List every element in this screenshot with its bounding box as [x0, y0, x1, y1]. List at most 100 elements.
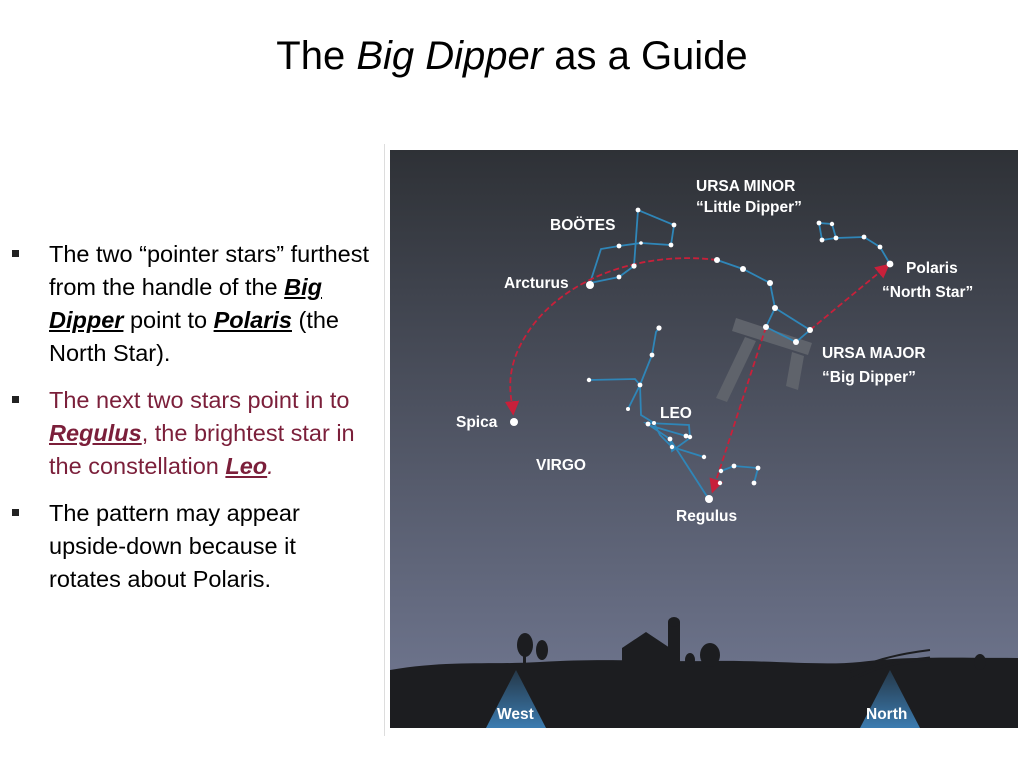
ursa-minor-handle-line [835, 236, 891, 265]
bullet-text: point to [123, 307, 214, 333]
polaris-star [886, 260, 894, 268]
title-text: The [276, 34, 357, 78]
star [718, 468, 724, 474]
pointer-to-polaris-arrow [809, 263, 890, 331]
regulus-star [705, 495, 713, 503]
bullet-text: The next two stars point in to [49, 387, 350, 413]
star [637, 382, 643, 388]
tree [685, 653, 695, 667]
pointer-star [807, 327, 813, 333]
star [683, 433, 689, 439]
bullet-regulus: The next two stars point in to Regulus, … [12, 384, 372, 483]
silo [668, 622, 680, 667]
leo-tail-line [720, 465, 760, 484]
stars [510, 207, 894, 503]
star [671, 222, 677, 228]
star [669, 444, 675, 450]
bullet-rotation: The pattern may appear upside-down becau… [12, 497, 372, 596]
silo-top [668, 617, 680, 627]
star [767, 280, 773, 286]
tree [517, 633, 533, 657]
arc-to-spica-arrow [504, 257, 718, 416]
star [631, 263, 637, 269]
bullet-text: The two “pointer stars” furthest from th… [49, 241, 369, 300]
star [616, 243, 622, 249]
star [829, 221, 835, 227]
bullet-emphasis-big-dipper: Big Dipper [49, 274, 323, 333]
leo-body-line [669, 438, 709, 499]
star [652, 421, 656, 425]
tree-trunk [523, 650, 526, 668]
arcturus-star [586, 281, 594, 289]
star [668, 242, 674, 248]
star [793, 339, 799, 345]
star [714, 257, 720, 263]
constellation-lines [588, 208, 891, 499]
star [626, 407, 630, 411]
bullet-marker [12, 509, 19, 516]
title-text-end: as a Guide [543, 34, 748, 78]
title-emphasis: Big Dipper [356, 34, 544, 78]
tree [536, 640, 548, 660]
star [755, 465, 761, 471]
star [701, 454, 707, 460]
label-ursa-major: URSA MAJOR [822, 345, 926, 362]
bullet-emphasis-regulus: Regulus [49, 420, 142, 446]
pointer-arrows [504, 257, 890, 494]
bullet-emphasis-polaris: Polaris [213, 307, 292, 333]
star [639, 241, 643, 245]
star [616, 274, 622, 280]
star [656, 325, 662, 331]
star [645, 421, 651, 427]
label-west: West [497, 706, 534, 723]
virgo-line [588, 378, 705, 458]
star [717, 480, 723, 486]
pointer-to-regulus-arrow [709, 326, 767, 494]
star [649, 352, 655, 358]
bullet-emphasis-leo: Leo [225, 453, 268, 479]
label-polaris: Polaris [906, 260, 958, 277]
virgo-spur-line [627, 384, 641, 410]
fence-rail [849, 649, 931, 673]
bullet-text: (the North Star). [49, 307, 339, 366]
leo-spur-line [647, 424, 687, 437]
star [635, 207, 641, 213]
label-ursa-minor: URSA MINOR [696, 178, 795, 195]
barn [622, 648, 670, 676]
sky-chart: URSA MINOR “Little Dipper” BOÖTES Arctur… [390, 150, 1018, 728]
label-spica: Spica [456, 414, 498, 431]
bullet-text: . [267, 453, 274, 479]
label-north: North [866, 706, 907, 723]
barn-roof [622, 632, 670, 648]
bullet-marker [12, 396, 19, 403]
bullet-list: The two “pointer stars” furthest from th… [12, 238, 372, 610]
label-virgo: VIRGO [536, 457, 586, 474]
ground-silhouette [390, 617, 1018, 728]
star [772, 305, 778, 311]
label-north-star: “North Star” [882, 284, 973, 301]
star [586, 377, 592, 383]
bullet-marker [12, 250, 19, 257]
spica-star [510, 418, 518, 426]
star [816, 220, 822, 226]
label-bootes: BOÖTES [550, 217, 615, 234]
ground [390, 657, 1018, 728]
star [861, 234, 867, 240]
label-regulus: Regulus [676, 508, 737, 525]
pointer-star [763, 324, 769, 330]
sky-background [390, 150, 1018, 728]
tree [700, 643, 720, 667]
bullet-pointer-stars: The two “pointer stars” furthest from th… [12, 238, 372, 370]
ursa-major-line [716, 259, 812, 344]
star [687, 434, 693, 440]
label-arcturus: Arcturus [504, 275, 569, 292]
star [667, 436, 673, 442]
star [740, 266, 746, 272]
star [731, 463, 737, 469]
slide-title: The Big Dipper as a Guide [0, 34, 1024, 79]
star [819, 237, 825, 243]
north-beam [860, 670, 920, 728]
sky-chart-labels: URSA MINOR “Little Dipper” BOÖTES Arctur… [456, 178, 973, 723]
west-beam [486, 670, 546, 728]
fence [849, 656, 931, 682]
